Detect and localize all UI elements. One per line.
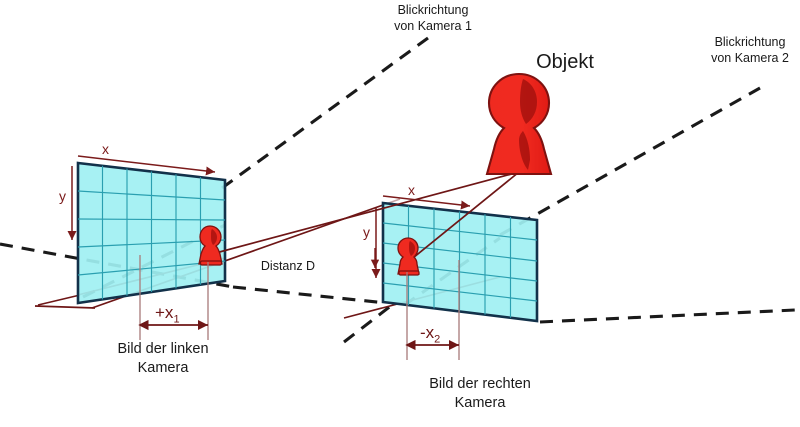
measure-label-x2-sub: 2 — [434, 333, 441, 346]
object-pawn — [485, 72, 553, 176]
left-plane-axes — [67, 155, 216, 240]
measure-x2 — [405, 260, 460, 360]
measure-label-x1-sub: 1 — [173, 313, 180, 326]
left-plane-y-axis-label: y — [59, 188, 66, 204]
measure-x1 — [138, 255, 209, 340]
measure-label-x1: +x1 — [155, 303, 180, 325]
right-plane-x-axis-label: x — [408, 182, 415, 198]
caption-right-camera: Bild der rechten Kamera — [429, 376, 531, 411]
right-plane-y-axis-label: y — [363, 224, 370, 240]
label-object: Objekt — [536, 51, 594, 73]
left-plane-x-axis-label: x — [102, 141, 109, 157]
measure-label-x2: -x2 — [420, 323, 440, 345]
view-direction-2-ray — [499, 86, 761, 237]
projected-pawn-right — [397, 237, 420, 276]
sight-lines — [211, 171, 520, 263]
label-distance: Distanz D — [260, 259, 316, 273]
measure-label-x1-text: +x — [155, 303, 174, 322]
left-image-plane — [76, 161, 227, 305]
sight-line-left — [211, 171, 520, 255]
label-view-direction-1: Blickrichtung von Kamera 1 — [394, 3, 472, 33]
caption-left-camera: Bild der linken Kamera — [117, 341, 209, 376]
measure-label-x2-text: -x — [420, 323, 435, 342]
projected-pawn-left — [198, 225, 223, 266]
label-view-direction-2: Blickrichtung von Kamera 2 — [711, 35, 789, 65]
sight-line-right — [407, 171, 520, 263]
